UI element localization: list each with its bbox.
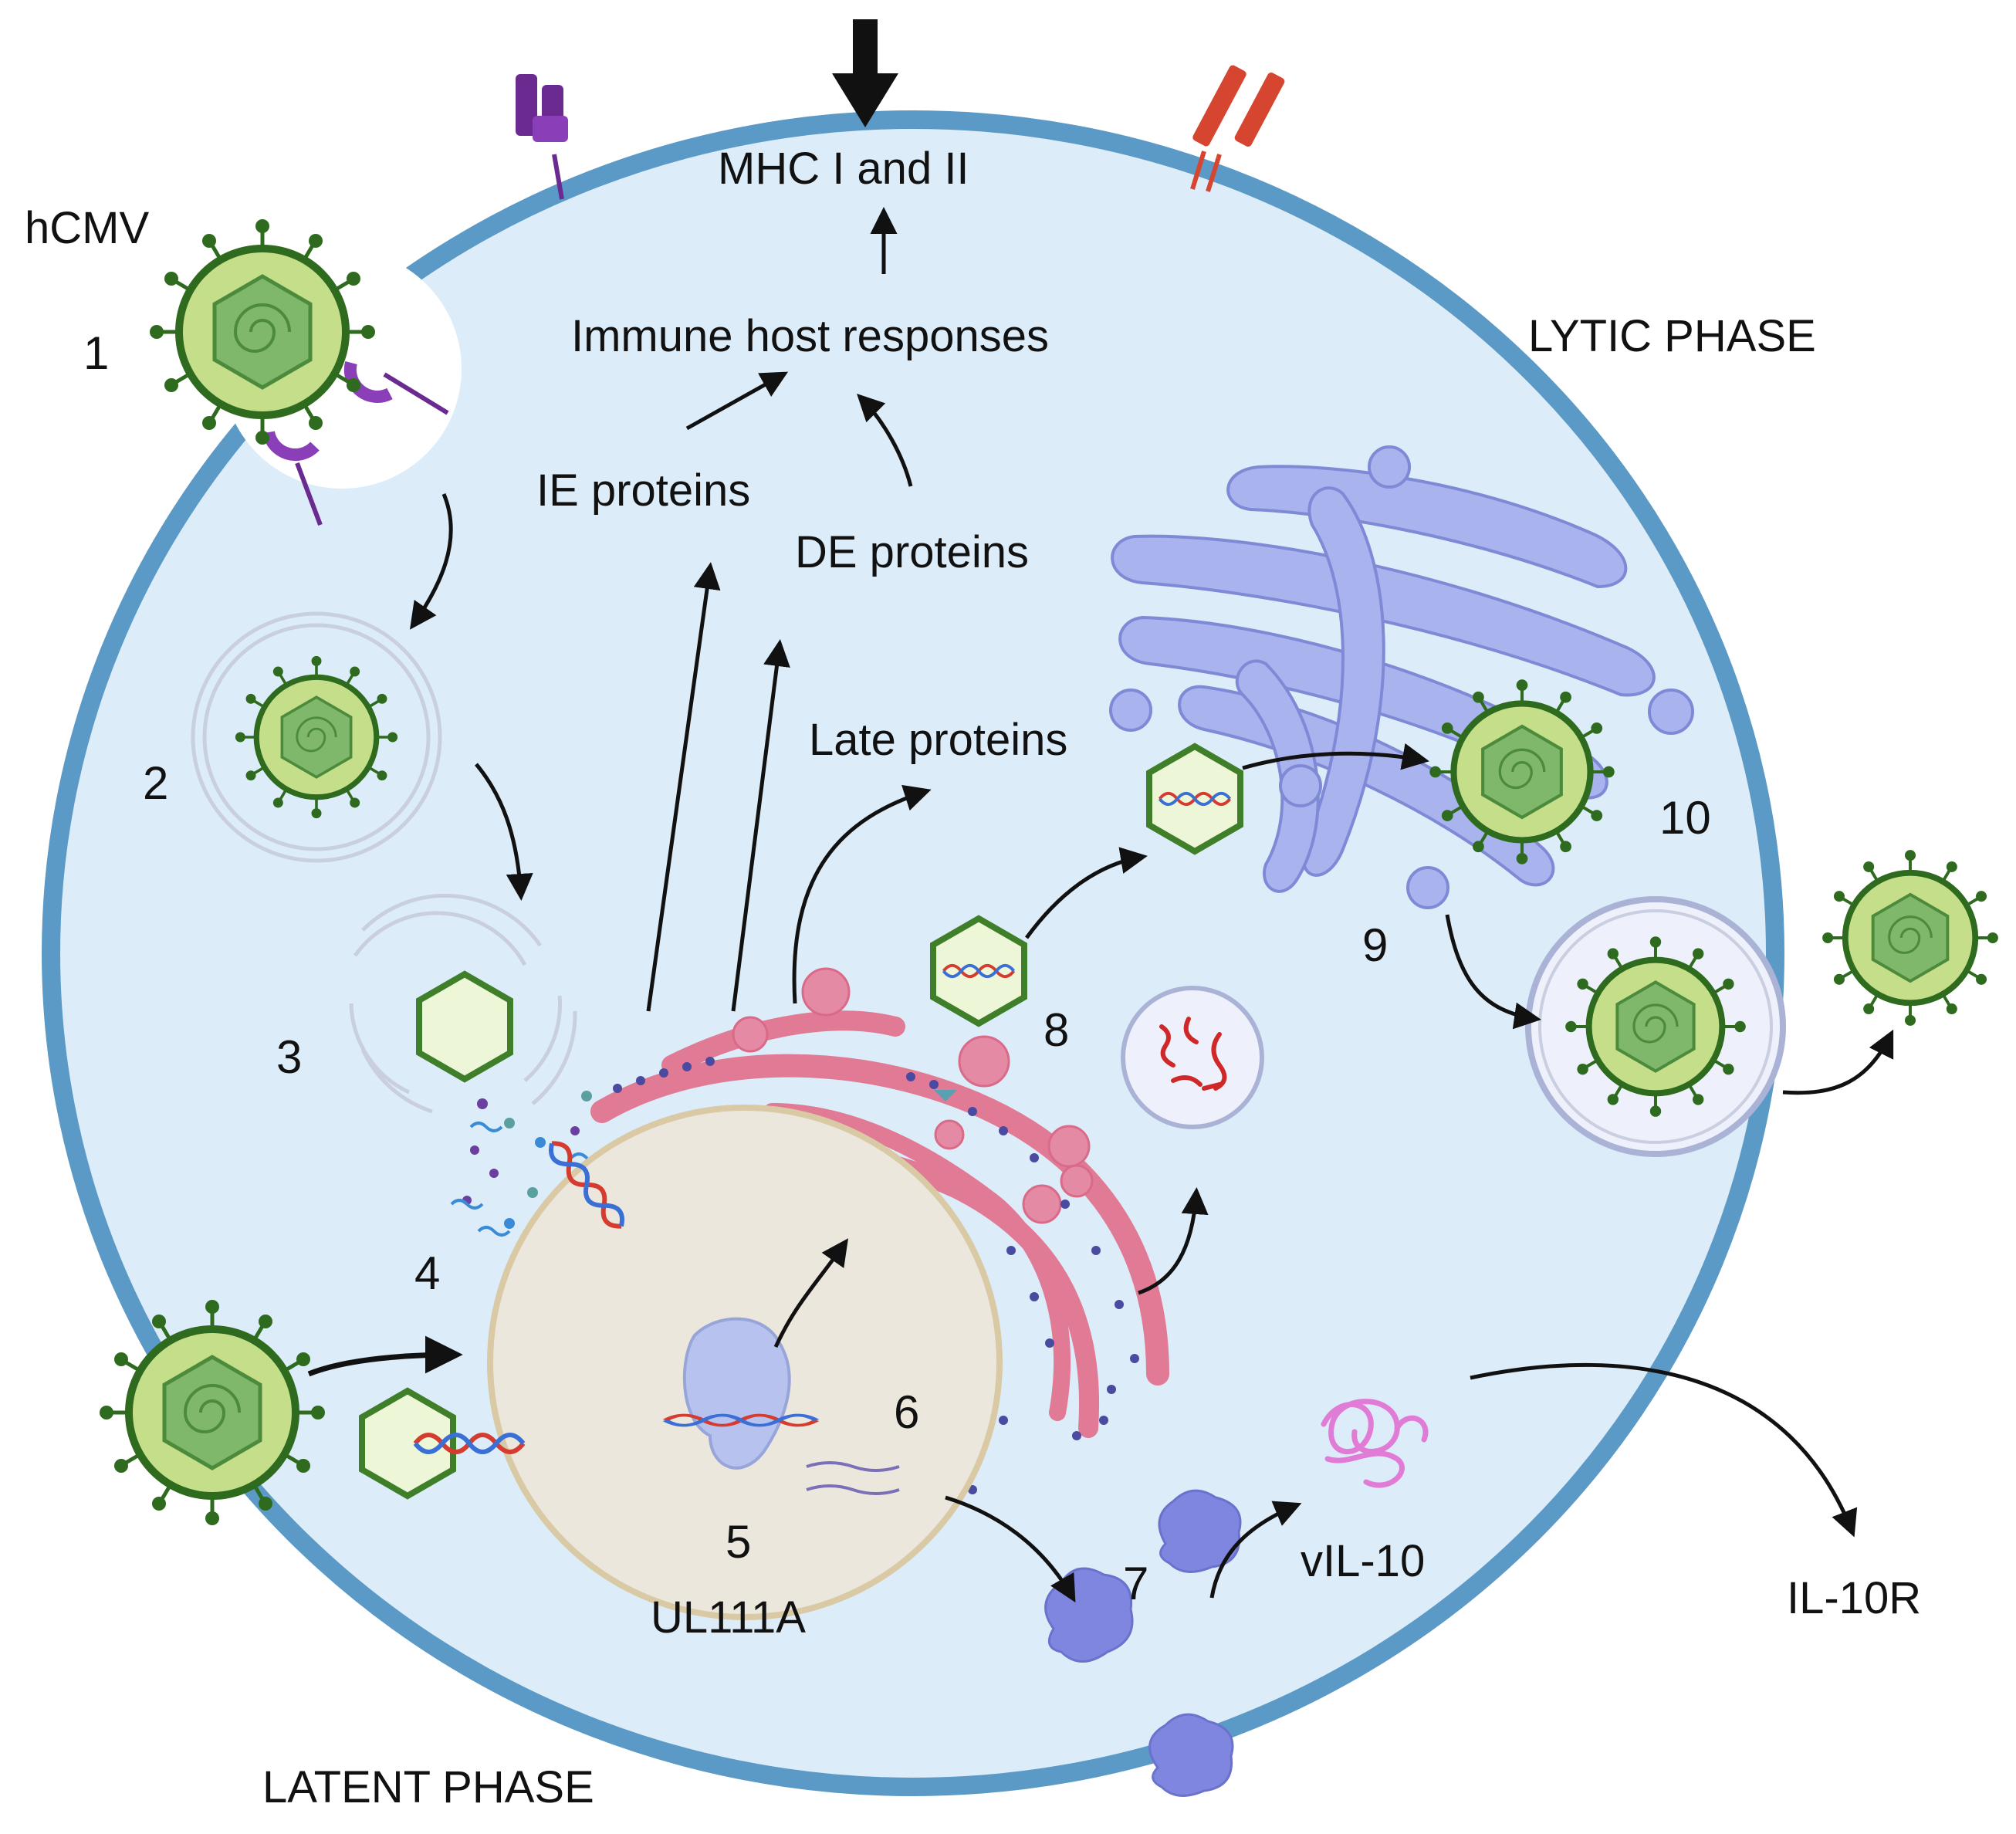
capsid-with-dna-8 xyxy=(933,919,1024,1024)
transcription-complex xyxy=(665,1317,900,1495)
label-hcmv: hCMV xyxy=(25,203,149,253)
arrow-8-golgi xyxy=(1024,847,1148,939)
er-vesicles xyxy=(732,967,1094,1224)
step-number: 9 xyxy=(1362,919,1388,971)
purple-receptor xyxy=(516,74,568,200)
red-receptor xyxy=(1190,65,1285,192)
arrow-latent-entry xyxy=(307,1335,463,1377)
endosome xyxy=(191,611,442,863)
label-de-proteins: DE proteins xyxy=(795,527,1029,577)
arrow-vil10-receptor xyxy=(1470,1362,1858,1538)
step-number: 2 xyxy=(143,757,168,809)
genome-vesicle xyxy=(1121,986,1264,1129)
er-marker xyxy=(934,1090,957,1101)
label-late-proteins: Late proteins xyxy=(809,715,1067,765)
step-number: 4 xyxy=(414,1247,440,1299)
arrow-de-immune xyxy=(857,394,913,487)
label-mhc: MHC I and II xyxy=(718,144,969,194)
step-number: 5 xyxy=(726,1516,751,1568)
step-number: 1 xyxy=(83,327,109,379)
label-il10r: IL-10R xyxy=(1787,1573,1921,1623)
label-latent-phase: LATENT PHASE xyxy=(262,1762,594,1812)
arrow-9-vesicle xyxy=(1445,914,1541,1030)
arrow-ie xyxy=(646,562,721,1012)
arrow-nucleus-export xyxy=(773,1238,849,1348)
step-number: 8 xyxy=(1044,1004,1069,1056)
step-number: 3 xyxy=(276,1031,302,1083)
hcmv-virion-released xyxy=(1822,850,1998,1026)
capsid-with-dna-golgi xyxy=(1149,746,1240,851)
entry-receptor-2 xyxy=(262,431,323,526)
arrow-ie-immune xyxy=(685,371,789,431)
label-ie-proteins: IE proteins xyxy=(536,465,750,516)
ribosome-cluster xyxy=(1044,1489,1242,1797)
arrow-er-vesicle xyxy=(1138,1187,1209,1295)
exocytic-vesicle xyxy=(1525,896,1786,1157)
pathway-arrows xyxy=(307,207,1894,1603)
mhc-input-arrow xyxy=(832,19,898,127)
label-immune-host-responses: Immune host responses xyxy=(571,311,1049,361)
arrow-mrna-ribosome xyxy=(945,1495,1076,1603)
uncoating-capsid xyxy=(349,893,577,1114)
arrow-2-3 xyxy=(475,763,533,901)
arrow-ribosome-vil10 xyxy=(1209,1501,1302,1599)
vil10-protein xyxy=(1321,1399,1429,1488)
arrow-late xyxy=(792,784,932,1004)
step-number: 7 xyxy=(1123,1558,1148,1609)
golgi-apparatus xyxy=(1109,445,1694,909)
rough-er xyxy=(590,1010,1169,1467)
label-lytic-phase: LYTIC PHASE xyxy=(1528,311,1816,361)
label-gene: UL111A xyxy=(651,1592,806,1643)
tegument-particles xyxy=(450,1091,604,1237)
arrow-release xyxy=(1782,1029,1894,1095)
entry-receptor-1 xyxy=(343,360,449,415)
label-vil10: vIL-10 xyxy=(1301,1536,1425,1586)
arrow-de xyxy=(731,639,790,1012)
arrow-1-2 xyxy=(409,493,453,630)
arrow-golgi-virion xyxy=(1242,743,1429,770)
step-number: 6 xyxy=(894,1386,919,1438)
step-number: 10 xyxy=(1659,792,1711,844)
